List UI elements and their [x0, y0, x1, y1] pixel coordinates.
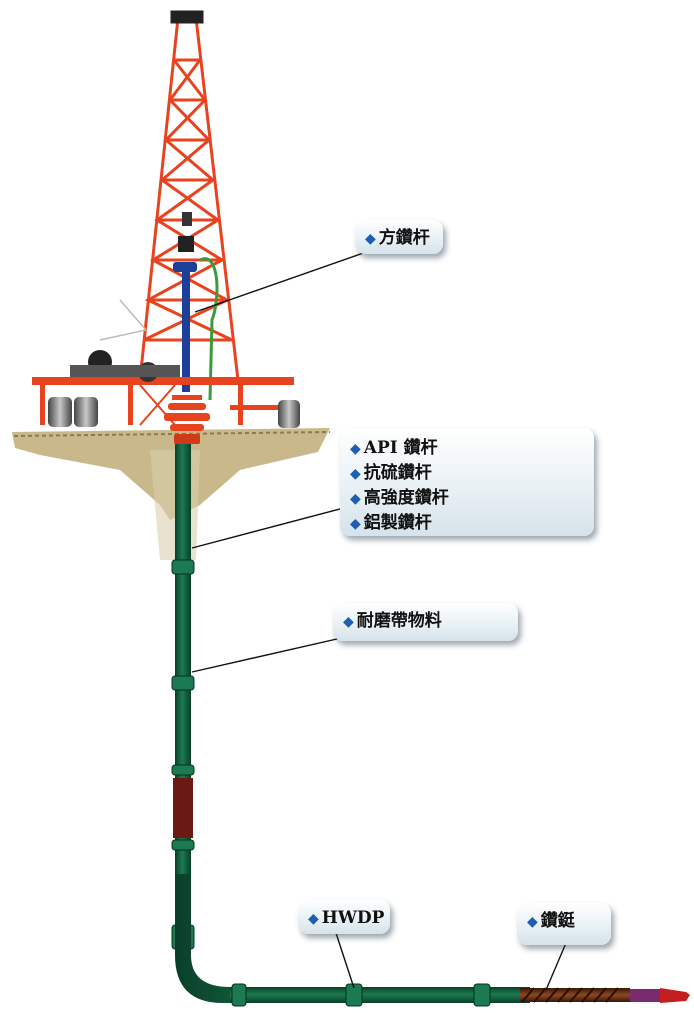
diamond-bullet-icon: ◆: [350, 516, 361, 532]
kelly: [182, 262, 190, 392]
travelling-block: [178, 212, 194, 252]
diamond-bullet-icon: ◆: [350, 441, 361, 457]
pipe-type-sour: 抗硫鑽杆: [363, 463, 432, 483]
diamond-bullet-icon: ◆: [343, 614, 354, 630]
kelly-label: 方鑽杆: [378, 228, 430, 248]
diamond-bullet-icon: ◆: [527, 914, 538, 930]
pipe-type-aluminum: 鋁製鑽杆: [363, 513, 432, 533]
callout-kelly: ◆方鑽杆: [355, 220, 443, 254]
bop-stack: [164, 395, 210, 444]
swivel: [173, 262, 197, 272]
diamond-bullet-icon: ◆: [350, 491, 361, 507]
horizontal-section: [230, 983, 690, 1007]
derrick: [99, 10, 240, 381]
ground: [12, 428, 331, 560]
diamond-bullet-icon: ◆: [365, 231, 376, 247]
hwdp-label: HWDP: [321, 908, 385, 928]
diamond-bullet-icon: ◆: [350, 466, 361, 482]
diamond-bullet-icon: ◆: [308, 911, 319, 927]
callout-hardbanding: ◆耐磨帶物料: [333, 603, 518, 641]
callout-hwdp: ◆HWDP: [298, 900, 390, 934]
callout-drill-pipes: ◆API 鑽杆 ◆抗硫鑽杆 ◆高強度鑽杆 ◆鋁製鑽杆: [340, 428, 594, 536]
callout-drill-collar: ◆鑽鋌: [517, 903, 611, 945]
pipe-type-api: API 鑽杆: [363, 438, 438, 458]
pipe-type-high-strength: 高強度鑽杆: [363, 488, 449, 508]
drill-collar-label: 鑽鋌: [540, 911, 575, 931]
equipment-tanks: [48, 350, 300, 428]
mud-hose: [199, 257, 219, 401]
hardbanding-label: 耐磨帶物料: [356, 611, 442, 631]
callout-leaders: [191, 249, 567, 991]
